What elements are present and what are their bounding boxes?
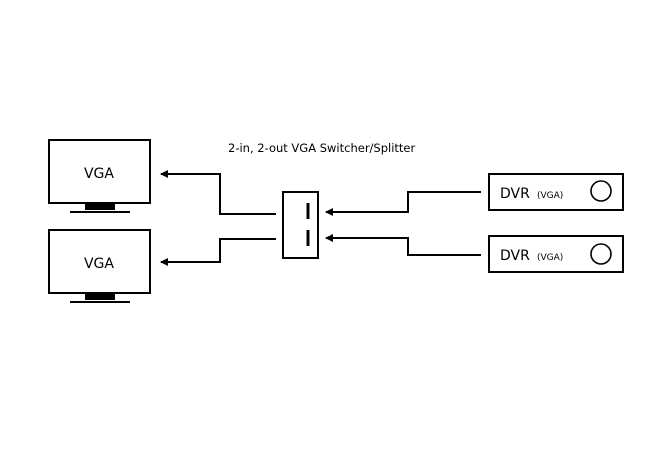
dvr-1-body bbox=[488, 173, 624, 211]
monitor-1: VGA bbox=[48, 139, 151, 213]
diagram-title: 2-in, 2-out VGA Switcher/Splitter bbox=[228, 141, 416, 155]
monitor-2-label: VGA bbox=[84, 256, 114, 272]
switcher-body bbox=[282, 191, 319, 259]
dvr-2-knob-icon bbox=[590, 243, 612, 265]
monitor-1-label: VGA bbox=[84, 166, 114, 182]
dvr-1-knob-icon bbox=[590, 180, 612, 202]
switcher-splitter bbox=[282, 191, 319, 259]
monitor-1-stand bbox=[85, 203, 115, 210]
output-cable-2 bbox=[160, 238, 276, 266]
dvr-2-body bbox=[488, 235, 624, 273]
input-cable-1 bbox=[325, 191, 481, 216]
dvr-1: DVR (VGA) bbox=[488, 173, 624, 211]
monitor-2: VGA bbox=[48, 229, 151, 303]
dvr-1-label: DVR bbox=[500, 186, 530, 202]
monitor-2-stand bbox=[85, 293, 115, 300]
dvr-2: DVR (VGA) bbox=[488, 235, 624, 273]
dvr-1-sublabel: (VGA) bbox=[537, 191, 563, 201]
dvr-2-sublabel: (VGA) bbox=[537, 253, 563, 263]
output-cable-1 bbox=[160, 170, 276, 215]
input-cable-2 bbox=[325, 234, 481, 256]
dvr-2-label: DVR bbox=[500, 248, 530, 264]
